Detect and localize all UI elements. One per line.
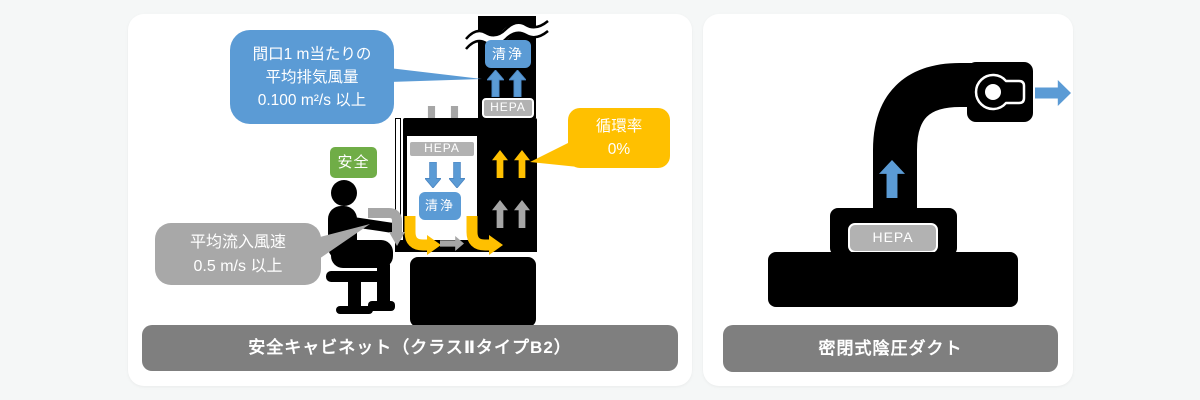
recirculation-callout: 循環率 0%: [568, 108, 670, 168]
duct-hepa-filter-label: HEPA: [848, 223, 938, 253]
airflow-elbow-arrow-icon: [404, 216, 441, 255]
airflow-elbow-arrow-icon: [466, 216, 503, 255]
supply-down-arrow-icon: [449, 162, 465, 188]
sealed-duct-panel: HEPA 密閉式陰圧ダクト: [703, 14, 1073, 386]
exhaust-clean-air-label: 清浄: [485, 40, 531, 68]
duct-housing-lower: [768, 252, 1018, 307]
exhaust-bubble-tail: [389, 68, 482, 82]
exhaust-fan-icon: [967, 62, 1033, 122]
exhaust-volume-bubble: 間口1 m当たりの 平均排気風量 0.100 m²/s 以上: [230, 30, 394, 124]
duct-pipe: [873, 63, 983, 212]
exhaust-up-arrow-icon: [509, 70, 526, 97]
exhaust-up-arrow-icon: [487, 70, 504, 97]
exhaust-bubble-line: 0.100 m²/s 以上: [257, 92, 367, 109]
recirculation-line: 0%: [607, 141, 631, 158]
duct-up-arrow-icon: [879, 160, 905, 198]
right-caption-bar: 密閉式陰圧ダクト: [723, 325, 1058, 372]
plenum-up-arrow-gray-icon: [492, 200, 508, 228]
inflow-bubble-line: 平均流入風速: [189, 234, 286, 251]
supply-down-arrow-icon: [425, 162, 441, 188]
safety-tag: 安全: [330, 147, 377, 178]
exhaust-hepa-filter-label: HEPA: [482, 98, 534, 118]
plenum-up-arrow-gray-icon: [514, 200, 530, 228]
duct-break-wave-icon: [464, 20, 550, 50]
inflow-bubble-tail: [316, 224, 370, 261]
recirculation-line: 循環率: [595, 118, 643, 135]
inflow-elbow-arrow-icon: [368, 208, 405, 246]
outflow-right-arrow-icon: [1035, 80, 1071, 106]
supply-clean-air-label: 清浄: [419, 192, 461, 220]
exhaust-bubble-line: 間口1 m当たりの: [252, 46, 372, 63]
cabinet-base: [410, 257, 536, 327]
exhaust-bubble-line: 平均排気風量: [265, 69, 359, 86]
supply-hepa-filter-label: HEPA: [408, 140, 476, 158]
plenum-up-arrow-yellow-icon: [492, 150, 508, 178]
worktop-right-arrow-icon: [440, 236, 464, 251]
plenum-up-arrow-yellow-icon: [514, 150, 530, 178]
safety-cabinet-panel: 清浄 HEPA HEPA 清浄: [128, 14, 692, 386]
left-caption-bar: 安全キャビネット（クラスⅡタイプB2）: [142, 325, 678, 371]
inflow-bubble-line: 0.5 m/s 以上: [193, 258, 283, 275]
inflow-velocity-bubble: 平均流入風速 0.5 m/s 以上: [155, 223, 321, 285]
